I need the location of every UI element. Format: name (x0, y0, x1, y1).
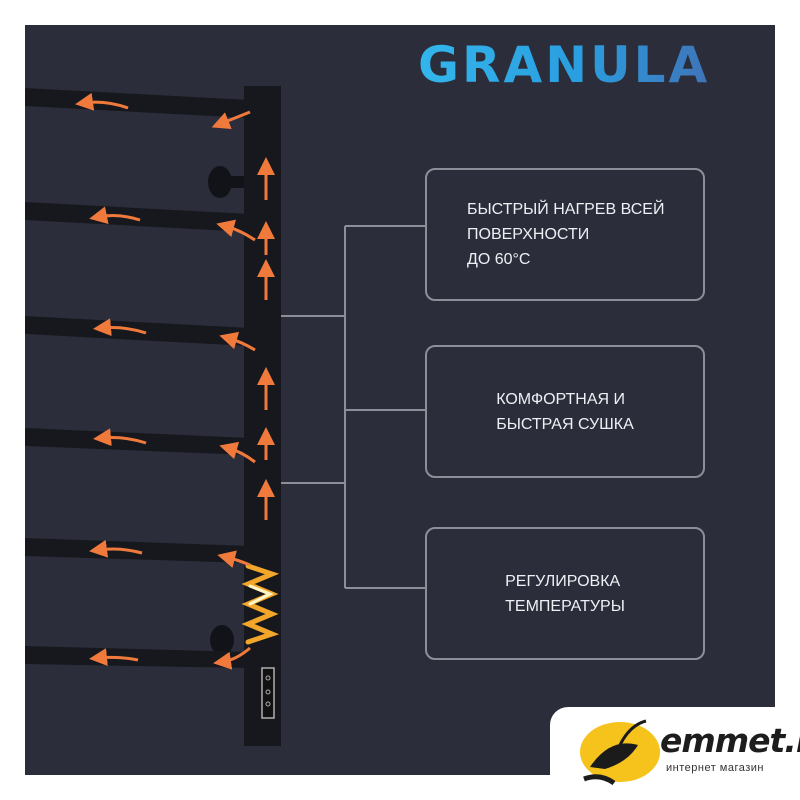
feature-text: БЫСТРЫЙ НАГРЕВ ВСЕЙ ПОВЕРХНОСТИ ДО 60°C (467, 201, 665, 268)
wall-mounts (208, 166, 248, 655)
connector-lines (280, 225, 425, 589)
feature-text: РЕГУЛИРОВКА ТЕМПЕРАТУРЫ (505, 572, 625, 615)
temp-button-icon (265, 701, 271, 707)
heating-coil-icon (241, 563, 280, 645)
store-name: emmet.by (660, 721, 800, 760)
power-button-icon (265, 675, 271, 681)
store-subtitle: интернет магазин (666, 762, 764, 774)
ant-mascot-icon (580, 719, 660, 786)
feature-box-comfort-drying: КОМФОРТНАЯ И БЫСТРАЯ СУШКА (425, 345, 705, 478)
mode-button-icon (265, 689, 271, 695)
heat-flow-arrows (75, 92, 275, 670)
store-badge[interactable]: emmet.by интернет магазин (550, 707, 800, 800)
feature-box-fast-heating: БЫСТРЫЙ НАГРЕВ ВСЕЙ ПОВЕРХНОСТИ ДО 60°C (425, 168, 705, 301)
feature-text: КОМФОРТНАЯ И БЫСТРАЯ СУШКА (496, 390, 634, 433)
control-panel (261, 667, 275, 719)
brand-logo: GRANULA (418, 36, 711, 94)
rails (25, 86, 281, 746)
feature-box-temperature-control: РЕГУЛИРОВКА ТЕМПЕРАТУРЫ (425, 527, 705, 660)
